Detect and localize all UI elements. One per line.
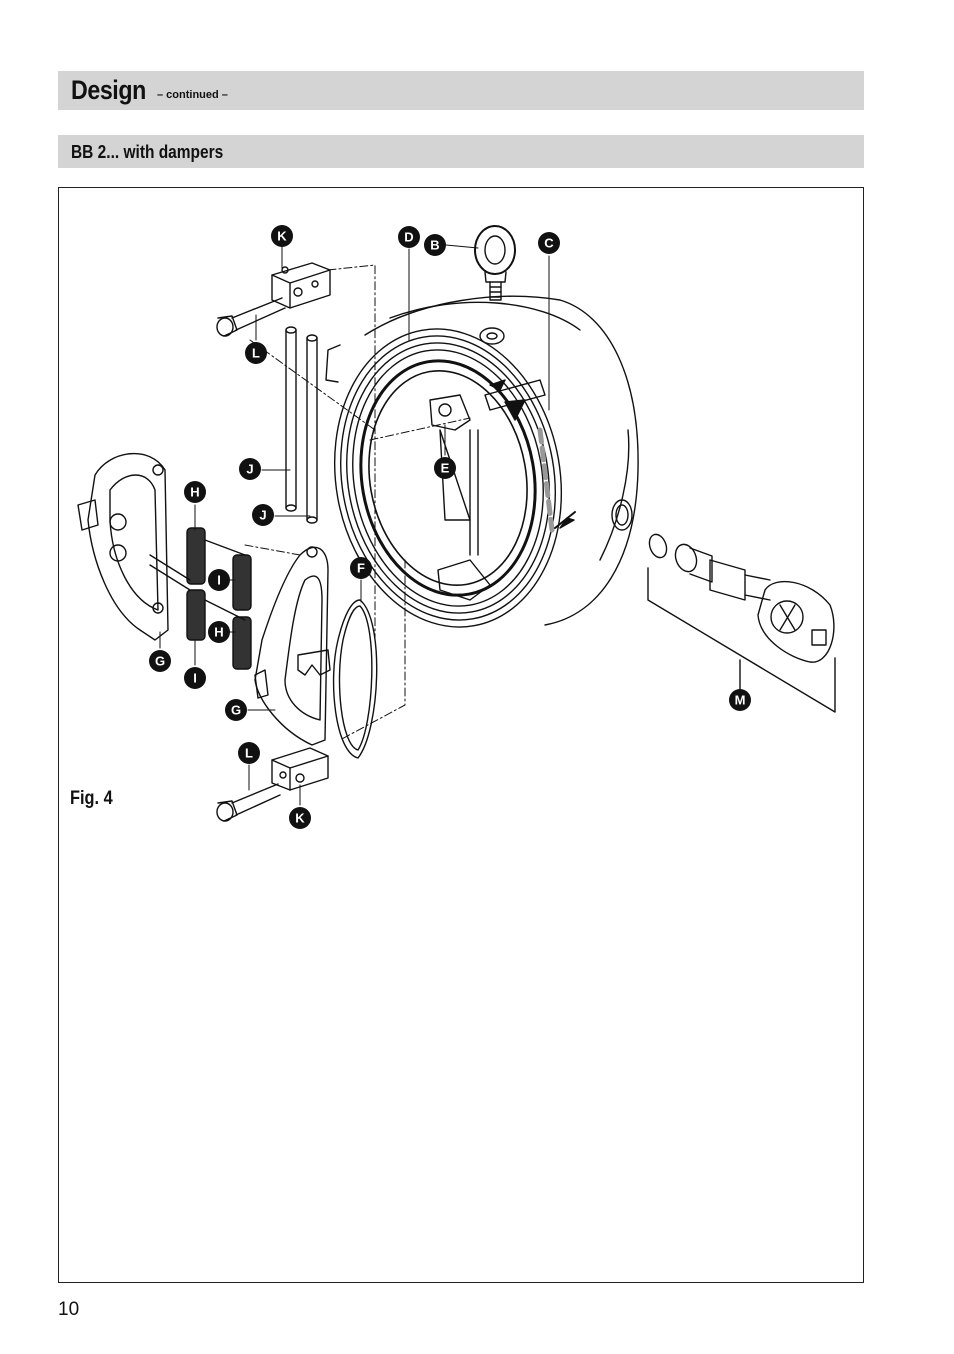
page-number: 10 — [58, 1299, 80, 1320]
svg-text:L: L — [252, 346, 260, 361]
callout-h-2: H — [208, 621, 230, 643]
svg-text:M: M — [735, 693, 746, 708]
subsection-title: BB 2... with dampers — [71, 142, 224, 162]
eye-bolt — [474, 225, 516, 301]
section-header-bar: Design – continued – — [58, 71, 864, 110]
svg-text:I: I — [193, 671, 197, 686]
figure-label: Fig. 4 — [70, 788, 113, 809]
callout-k-upper: K — [271, 225, 293, 247]
callout-d: D — [398, 226, 420, 248]
leader-lines — [159, 244, 741, 806]
callout-g-right: G — [225, 699, 247, 721]
callout-k-lower: K — [289, 807, 311, 829]
right-disc-half — [254, 546, 331, 746]
upper-clamp-block — [271, 262, 331, 309]
callout-c: C — [538, 232, 560, 254]
svg-text:B: B — [430, 238, 439, 253]
page-title: Design — [71, 75, 146, 105]
damper-stack — [149, 527, 252, 670]
callout-b: B — [424, 234, 446, 256]
left-disc-half — [77, 453, 169, 641]
svg-text:J: J — [259, 508, 266, 523]
callout-e: E — [434, 457, 456, 479]
callout-i-1: I — [208, 569, 230, 591]
lower-clamp-block — [271, 747, 329, 791]
svg-text:F: F — [357, 561, 365, 576]
svg-text:J: J — [246, 462, 253, 477]
callout-m: M — [729, 689, 751, 711]
sensor-assembly — [647, 533, 836, 713]
svg-text:C: C — [544, 236, 554, 251]
callout-f: F — [350, 557, 372, 579]
lower-screw — [216, 783, 281, 822]
svg-text:I: I — [217, 573, 221, 588]
callout-l-lower: L — [238, 742, 260, 764]
svg-text:G: G — [155, 654, 165, 669]
svg-text:E: E — [441, 461, 450, 476]
callout-g-left: G — [149, 650, 171, 672]
svg-text:K: K — [277, 229, 287, 244]
guide-rods — [285, 326, 318, 524]
figure-frame — [58, 187, 864, 1283]
callout-l-upper: L — [245, 342, 267, 364]
svg-text:D: D — [404, 230, 413, 245]
svg-text:H: H — [190, 485, 199, 500]
upper-screw — [216, 297, 286, 337]
callout-i-2: I — [184, 667, 206, 689]
callout-h-1: H — [184, 481, 206, 503]
callout-j-1: J — [239, 458, 261, 480]
valve-body — [325, 295, 639, 628]
svg-text:G: G — [231, 703, 241, 718]
svg-text:L: L — [245, 746, 253, 761]
svg-text:K: K — [295, 811, 305, 826]
subsection-header-bar: BB 2... with dampers — [58, 135, 864, 168]
continued-note: – continued – — [157, 89, 228, 101]
seal-ring — [332, 599, 378, 759]
callout-j-2: J — [252, 504, 274, 526]
svg-text:H: H — [214, 625, 223, 640]
